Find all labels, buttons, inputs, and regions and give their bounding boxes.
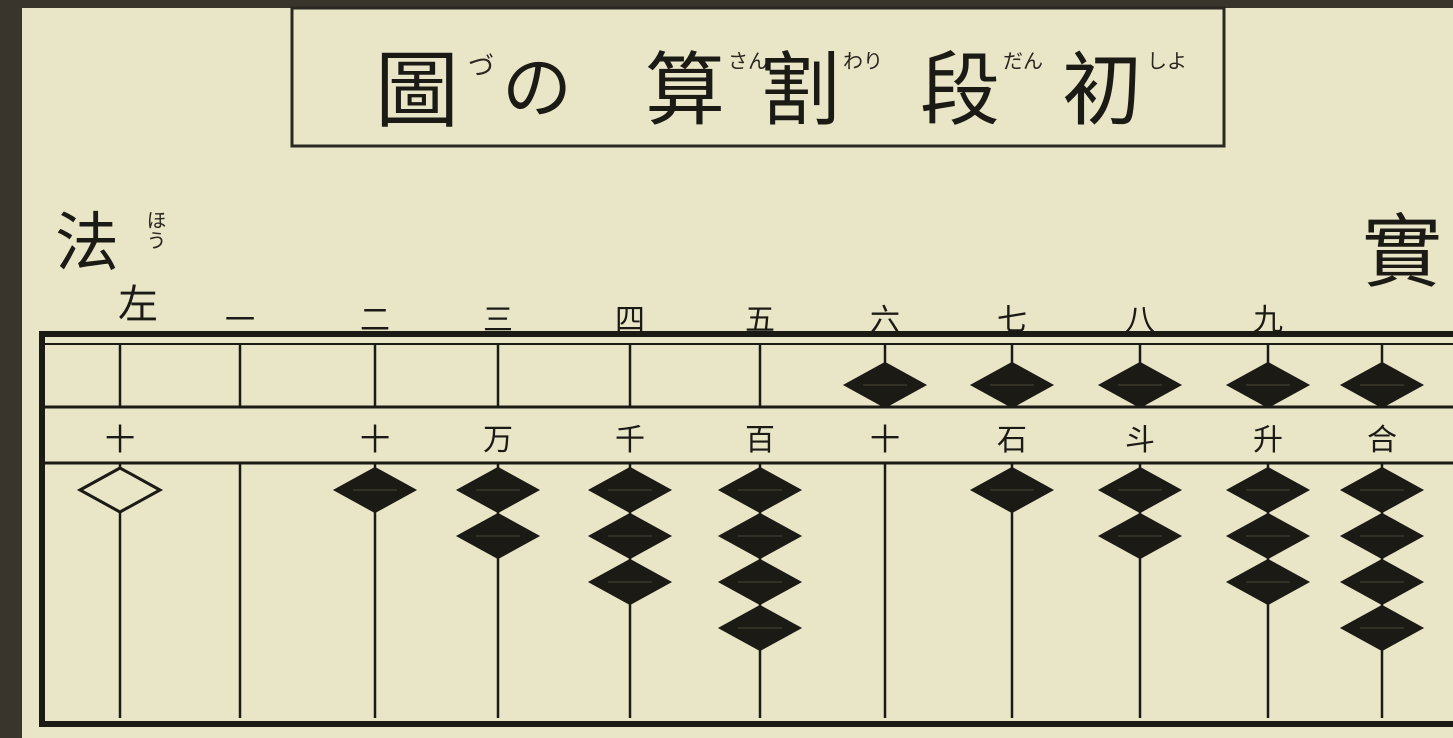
- title-ruby-wari: わり: [843, 49, 883, 73]
- abacus-frame: [39, 331, 1453, 727]
- unit-label: 升: [1253, 423, 1283, 458]
- top-page-edge: [0, 0, 1453, 8]
- unit-label: 千: [615, 423, 645, 458]
- unit-label: 十: [105, 423, 135, 458]
- left-label-sub: 左: [118, 282, 158, 328]
- title-ruby-zu: づ: [468, 52, 494, 82]
- left-page-edge: [0, 0, 22, 738]
- abacus-rods: [76, 344, 1425, 718]
- title-kanji-san: 算: [645, 44, 725, 137]
- lower-bead-hollow: [76, 466, 164, 514]
- title-frame: [290, 6, 1226, 148]
- title-ruby-san: さん: [728, 49, 768, 73]
- title-kanji-zu: 圖: [375, 42, 459, 140]
- unit-label: 石: [997, 423, 1027, 458]
- title-kanji-dan: 段: [920, 44, 1000, 137]
- left-label-kanji: 法: [55, 207, 119, 281]
- left-label: 法 ほう 左: [55, 207, 167, 328]
- unit-label: 斗: [1125, 423, 1155, 458]
- title-box: 圖 づ の 算 さん 割 わり 段 だん 初 しよ: [290, 6, 1226, 148]
- unit-row: 十 十 万 千 百 十 石 斗 升 合: [105, 423, 1397, 458]
- title-particle-no: の: [502, 47, 572, 129]
- title-kanji-sho: 初: [1062, 44, 1142, 137]
- abacus-outer-frame: [39, 331, 1453, 727]
- title-kanji-wari: 割: [760, 44, 840, 137]
- right-label-kanji: 實: [1362, 206, 1442, 299]
- unit-label: 十: [870, 423, 900, 458]
- left-label-ruby: ほう: [143, 210, 167, 250]
- unit-label: 合: [1367, 423, 1397, 458]
- unit-label: 万: [483, 423, 513, 458]
- unit-label: 十: [360, 423, 390, 458]
- unit-label: 百: [745, 423, 775, 458]
- title-ruby-dan: だん: [1003, 49, 1043, 73]
- title-ruby-sho: しよ: [1147, 49, 1187, 73]
